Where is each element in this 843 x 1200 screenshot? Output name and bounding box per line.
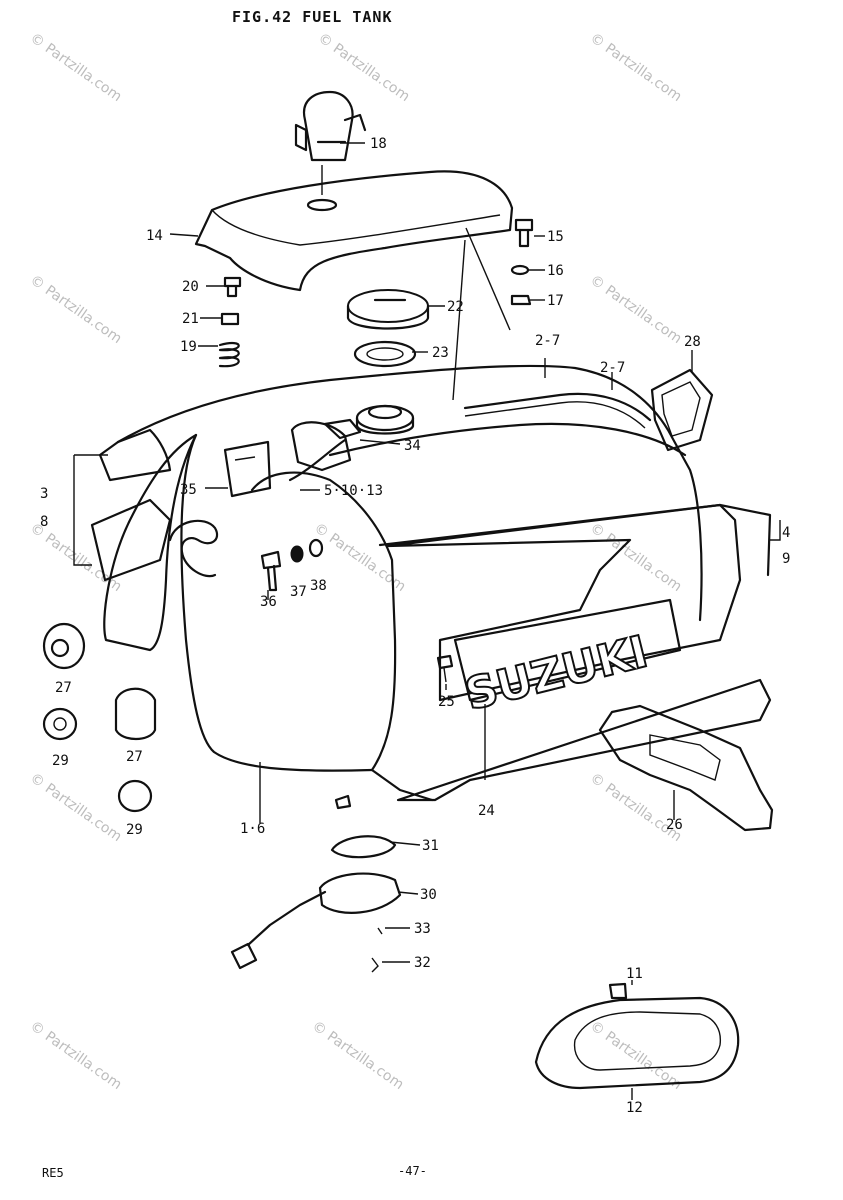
callout: 33 [414, 921, 431, 937]
bolt-20 [223, 276, 242, 298]
callout-labels: 18 14 15 16 17 20 21 22 19 23 2-7 2-7 28… [40, 136, 790, 1116]
tank-logo-text: SUZUKI [460, 626, 652, 720]
cap-lock-assembly [294, 90, 367, 195]
cushion-27-a [42, 622, 86, 670]
cushion-29-b [117, 779, 153, 813]
callout: 23 [432, 345, 449, 361]
nut-17 [510, 294, 532, 306]
washer-38 [308, 538, 324, 558]
fuel-cap [346, 289, 430, 330]
screw-25 [436, 654, 454, 683]
washer-16 [510, 264, 530, 276]
tank-top-cover [194, 170, 514, 292]
inset-tank-stripe [534, 982, 740, 1090]
nut-21 [220, 312, 240, 326]
figure-title: FIG.42 FUEL TANK [232, 8, 393, 26]
callout: 2-7 [600, 360, 625, 376]
callout: 27 [55, 680, 72, 696]
callout: 2-7 [535, 333, 560, 349]
callout: 30 [420, 887, 437, 903]
callout: 29 [126, 822, 143, 838]
callout: 15 [547, 229, 564, 245]
washer-37 [290, 545, 304, 563]
callout: 32 [414, 955, 431, 971]
cushion-29-a [42, 707, 78, 741]
callout: 5·10·13 [324, 483, 383, 499]
callout: 31 [422, 838, 439, 854]
callout: 12 [626, 1100, 643, 1116]
callout: 8 [40, 514, 48, 530]
callout: 27 [126, 749, 143, 765]
callout: 35 [180, 482, 197, 498]
mount-bracket [223, 421, 352, 498]
callout: 16 [547, 263, 564, 279]
callout: 19 [180, 339, 197, 355]
callout: 24 [478, 803, 495, 819]
callout: 14 [146, 228, 163, 244]
cushion-27-b [114, 687, 157, 741]
callout: 18 [370, 136, 387, 152]
callout: 34 [404, 438, 421, 454]
spring-19 [218, 341, 240, 368]
knee-grip-26 [598, 704, 774, 832]
callout: 25 [438, 694, 455, 710]
callout: 20 [182, 279, 199, 295]
callout: 37 [290, 584, 307, 600]
bolt-15 [514, 218, 534, 248]
callout: 4 [782, 525, 790, 541]
callout: 11 [626, 966, 643, 982]
callout: 17 [547, 293, 564, 309]
rubber-34 [323, 418, 362, 440]
callout: 3 [40, 486, 48, 502]
page-number: -47- [398, 1164, 427, 1178]
callout: 9 [782, 551, 790, 567]
cap-gasket [353, 340, 417, 368]
callout: 1·6 [240, 821, 265, 837]
callout: 29 [52, 753, 69, 769]
callout: 22 [447, 299, 464, 315]
leader-lines [73, 142, 781, 1100]
emblem-plate-28 [650, 368, 714, 452]
bolt-36 [260, 550, 282, 592]
callout: 26 [666, 817, 683, 833]
filler-neck [355, 404, 415, 435]
callout: 38 [310, 578, 327, 594]
callout: 28 [684, 334, 701, 350]
fuel-cock-assembly [230, 794, 402, 973]
callout: 36 [260, 594, 277, 610]
fuel-tank-body [90, 364, 772, 802]
model-code: RE5 [42, 1166, 64, 1180]
callout: 21 [182, 311, 199, 327]
tank-emblem-suzuki: SUZUKI [453, 598, 682, 722]
